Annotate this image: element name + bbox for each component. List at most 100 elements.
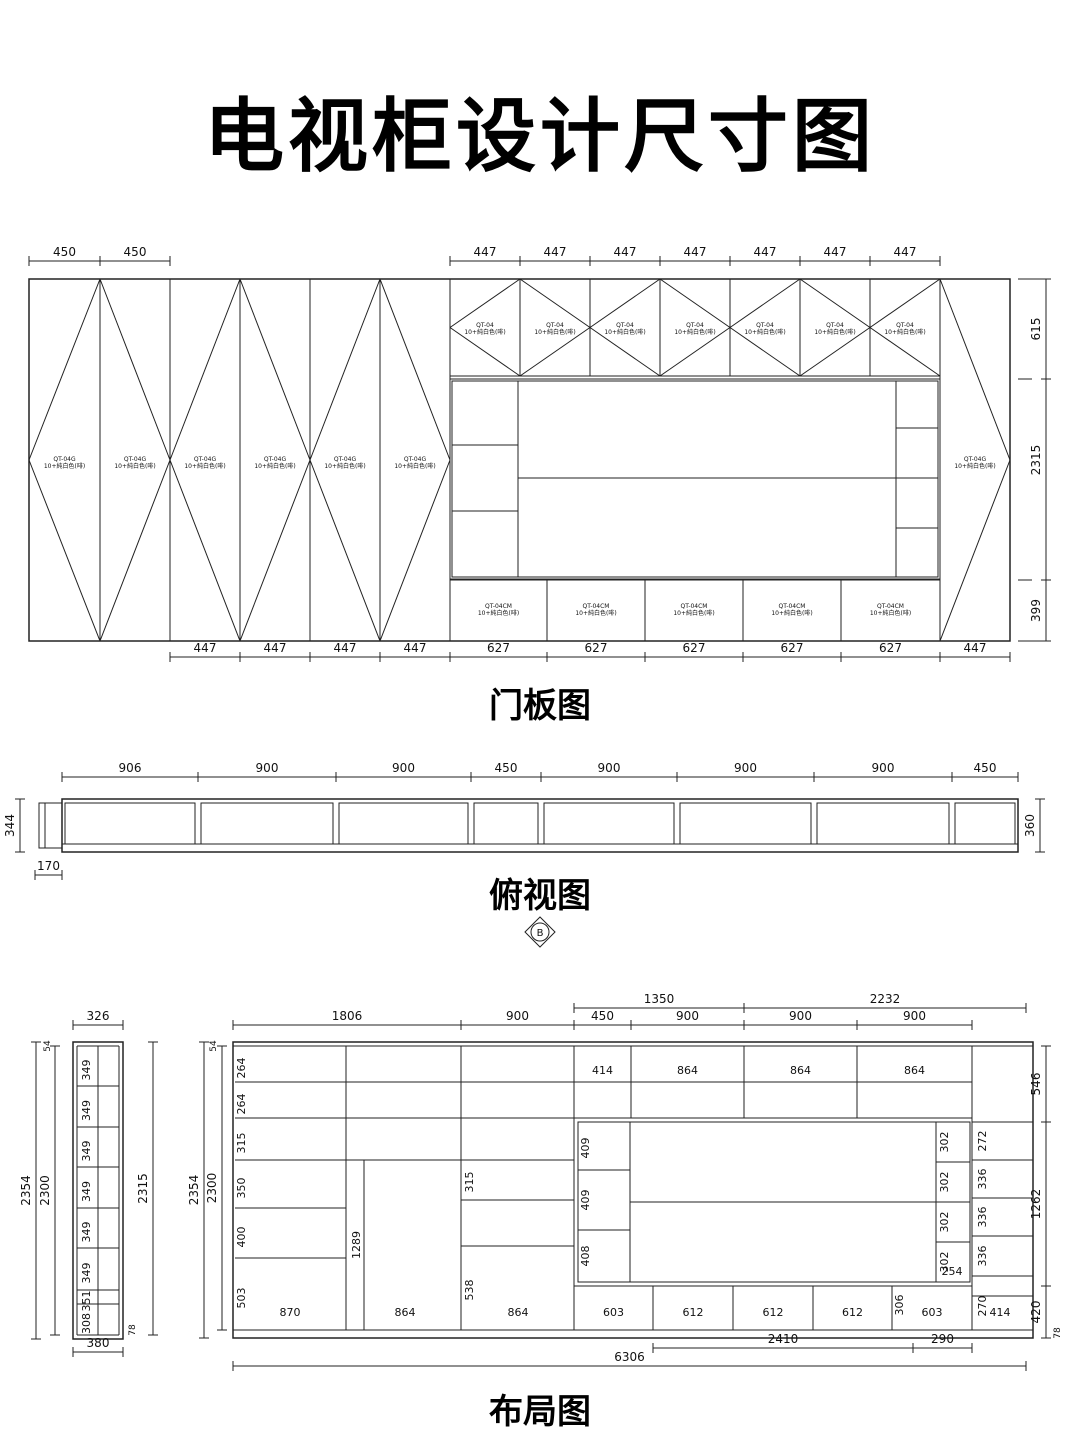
tv-niche-frame bbox=[449, 378, 941, 580]
drawer-label-material: 10+純白色(啡) bbox=[870, 609, 911, 617]
right-column-dim: 336 bbox=[976, 1207, 989, 1228]
door-top-dim-label: 450 bbox=[53, 245, 76, 259]
door-swing-line bbox=[869, 327, 941, 377]
layout-overall-dim-label: 6306 bbox=[614, 1350, 645, 1364]
left-column-dim: 503 bbox=[235, 1288, 248, 1309]
door-swing-line bbox=[589, 327, 661, 377]
door-swing-line bbox=[519, 327, 591, 377]
upper-width-label: 414 bbox=[592, 1064, 613, 1077]
layout-right-dim-label: 420 bbox=[1029, 1301, 1043, 1324]
upper-door-label-material: 10+純白色(啡) bbox=[884, 328, 925, 336]
section-marker-diamond bbox=[524, 916, 556, 948]
layout-right-dim-label: 546 bbox=[1029, 1073, 1043, 1096]
door-bottom-dim-label: 627 bbox=[781, 641, 804, 655]
tall-door-label-material: 10+純白色(啡) bbox=[184, 462, 225, 470]
side-bottom-dim-label: 380 bbox=[87, 1336, 110, 1350]
layout-top-dim-label: 1806 bbox=[332, 1009, 363, 1023]
plan-side-panel bbox=[38, 802, 63, 849]
upper-width-label: 864 bbox=[677, 1064, 698, 1077]
plan-right-dim-label: 360 bbox=[1023, 814, 1037, 837]
layout-top2-dim-label: 2232 bbox=[870, 992, 901, 1006]
door-swing-line bbox=[309, 459, 381, 642]
upper-width-label: 864 bbox=[790, 1064, 811, 1077]
upper-door-label-material: 10+純白色(啡) bbox=[604, 328, 645, 336]
upper-door-label-code: QT-04 bbox=[756, 322, 774, 329]
plan-top-dim-label: 900 bbox=[872, 761, 895, 775]
side-height-dim-label: 2354 bbox=[19, 1175, 33, 1206]
drawer-width-label: 612 bbox=[842, 1306, 863, 1319]
small-dim-label: 254 bbox=[942, 1265, 963, 1278]
door-top-dim-label: 447 bbox=[754, 245, 777, 259]
col3-dim: 315 bbox=[463, 1172, 476, 1193]
plan-cabinet-unit bbox=[338, 802, 469, 845]
tall-door-label-code: QT-04G bbox=[124, 456, 147, 463]
door-top-dim-label: 447 bbox=[824, 245, 847, 259]
tall-door-label-material: 10+純白色(啡) bbox=[254, 462, 295, 470]
plan-cabinet-unit bbox=[64, 802, 196, 845]
center-left-dim: 409 bbox=[579, 1138, 592, 1159]
left-column-dim: 264 bbox=[235, 1058, 248, 1079]
door-bottom-dim-label: 447 bbox=[194, 641, 217, 655]
plan-top-dim-label: 900 bbox=[598, 761, 621, 775]
tall-door-label-code: QT-04G bbox=[53, 456, 76, 463]
door-bottom-dim-label: 627 bbox=[487, 641, 510, 655]
door-right-dim2-label: 2315 bbox=[1029, 445, 1043, 476]
upper-door-label-code: QT-04 bbox=[896, 322, 914, 329]
plan-bottom-dim-label: 170 bbox=[37, 859, 60, 873]
upper-door-label-material: 10+純白色(啡) bbox=[814, 328, 855, 336]
door-swing-line bbox=[729, 327, 801, 377]
layout-top-dim-label: 900 bbox=[789, 1009, 812, 1023]
side-top-dim-label: 326 bbox=[87, 1009, 110, 1023]
drawer-label-material: 10+純白色(啡) bbox=[673, 609, 714, 617]
door-swing-line bbox=[169, 278, 241, 461]
side-section-outline bbox=[72, 1041, 124, 1340]
layout-left-dim-label: 2300 bbox=[205, 1173, 219, 1204]
upper-door-label-material: 10+純白色(啡) bbox=[534, 328, 575, 336]
door-swing-line bbox=[28, 459, 101, 642]
upper-width-label: 864 bbox=[904, 1064, 925, 1077]
drawer-width-label: 612 bbox=[683, 1306, 704, 1319]
door-swing-line bbox=[99, 459, 171, 642]
center-right-dim: 302 bbox=[938, 1212, 951, 1233]
tall-door-label-code: QT-04G bbox=[334, 456, 357, 463]
layout-small-dim: 78 bbox=[1053, 1327, 1063, 1339]
upper-door-label-code: QT-04 bbox=[476, 322, 494, 329]
layout-right-dim-label: 1262 bbox=[1029, 1189, 1043, 1220]
page-title: 电视柜设计尺寸图 bbox=[204, 89, 876, 183]
drawer-label-material: 10+純白色(啡) bbox=[575, 609, 616, 617]
layout-bottom-dim-label: 2410 bbox=[768, 1332, 799, 1346]
side-shelf-dim: 349 bbox=[80, 1181, 93, 1202]
upper-door-label-code: QT-04 bbox=[686, 322, 704, 329]
center-left-dim: 409 bbox=[579, 1190, 592, 1211]
door-swing-line bbox=[939, 278, 1011, 461]
upper-door-label-material: 10+純白色(啡) bbox=[744, 328, 785, 336]
layout-top-dim-label: 900 bbox=[506, 1009, 529, 1023]
door-swing-line bbox=[449, 327, 521, 377]
drawer-label-code: QT-04CM bbox=[582, 603, 609, 610]
drawer-label-code: QT-04CM bbox=[680, 603, 707, 610]
door-swing-line bbox=[659, 327, 731, 377]
plan-cabinet-unit bbox=[200, 802, 334, 845]
door-swing-line bbox=[589, 278, 661, 328]
right-column-dim: 270 bbox=[976, 1296, 989, 1317]
door-swing-line bbox=[799, 278, 871, 328]
upper-door-label-code: QT-04 bbox=[546, 322, 564, 329]
tall-door-label-code: QT-04G bbox=[404, 456, 427, 463]
center-left-dim: 408 bbox=[579, 1246, 592, 1267]
door-bottom-dim-label: 447 bbox=[334, 641, 357, 655]
tall-door-label-material: 10+純白色(啡) bbox=[324, 462, 365, 470]
door-bottom-dim-label: 447 bbox=[404, 641, 427, 655]
right-column-dim: 336 bbox=[976, 1169, 989, 1190]
bottom-width-label: 864 bbox=[508, 1306, 529, 1319]
plan-cabinet-unit bbox=[954, 802, 1016, 845]
plan-top-dim-label: 900 bbox=[392, 761, 415, 775]
drawer-width-label: 612 bbox=[763, 1306, 784, 1319]
left-column-dim: 350 bbox=[235, 1178, 248, 1199]
layout-caption: 布局图 bbox=[489, 1392, 591, 1432]
plan-view-caption: 俯视图 bbox=[489, 876, 591, 916]
drawer-label-code: QT-04CM bbox=[485, 603, 512, 610]
right-column-dim: 272 bbox=[976, 1131, 989, 1152]
door-right-dim-label: 399 bbox=[1029, 599, 1043, 622]
door-bottom-dim-label: 627 bbox=[879, 641, 902, 655]
side-small-dim: 78 bbox=[128, 1324, 138, 1336]
